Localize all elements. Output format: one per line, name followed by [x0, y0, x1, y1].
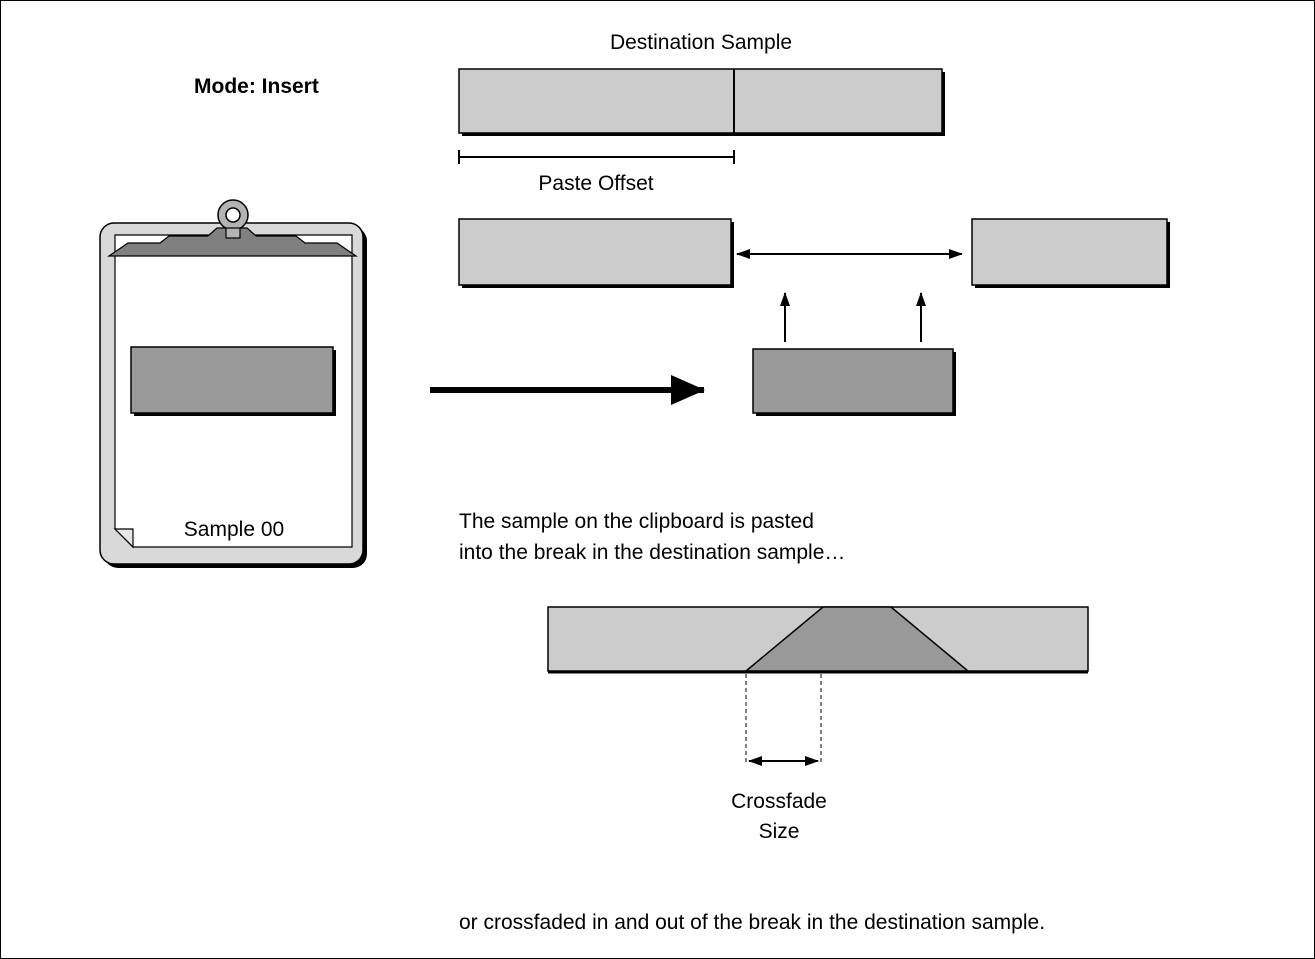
paste-offset-label: Paste Offset — [538, 172, 653, 195]
crossfade-sample-bar — [547, 606, 1089, 674]
destination-sample-bar — [458, 68, 945, 136]
paste-offset-bracket — [458, 150, 735, 164]
mode-label: Mode: Insert — [194, 75, 319, 98]
crossfade-label-line-1: Crossfade — [731, 790, 827, 813]
destination-sample-label: Destination Sample — [610, 31, 792, 54]
caption-line-1: The sample on the clipboard is pasted — [459, 510, 814, 533]
clipboard-sample-label: Sample 00 — [184, 518, 284, 541]
inserted-sample-bar — [752, 348, 956, 416]
destination-right-part — [971, 218, 1170, 288]
caption-line-2: into the break in the destination sample… — [459, 541, 845, 564]
clipboard-sample-bar — [130, 346, 336, 416]
bottom-caption: or crossfaded in and out of the break in… — [459, 911, 1045, 934]
destination-left-part — [458, 218, 734, 288]
crossfade-label-line-2: Size — [759, 820, 800, 843]
